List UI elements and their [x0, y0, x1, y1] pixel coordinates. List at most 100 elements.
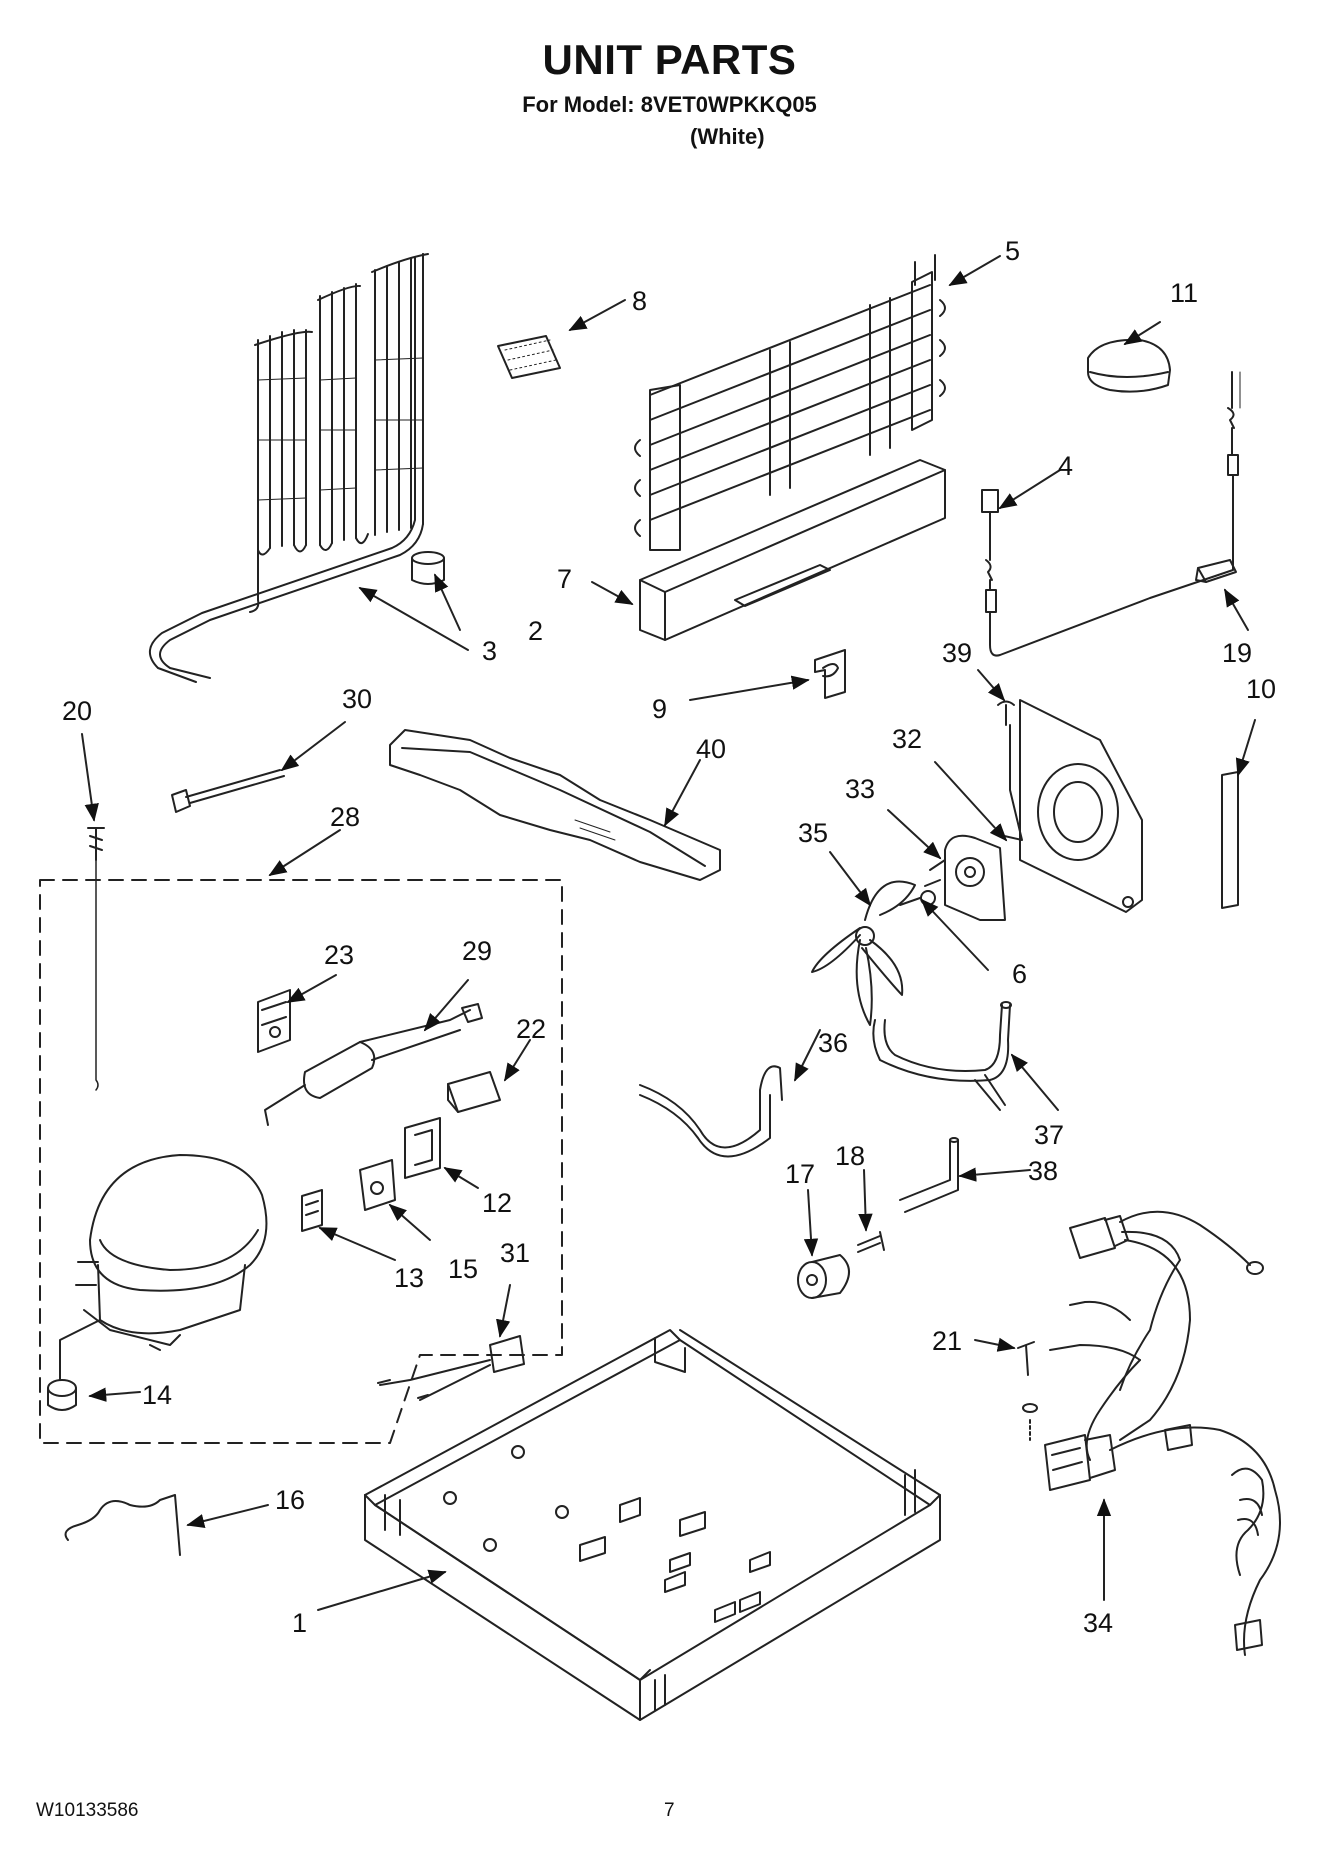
overload-15-part — [359, 1159, 396, 1211]
callout-37: 37 — [1034, 1120, 1064, 1150]
leader-4 — [998, 469, 1061, 509]
leader-31 — [496, 1284, 511, 1338]
callout-2: 2 — [528, 616, 543, 646]
callout-3: 3 — [482, 636, 497, 666]
leader-38 — [958, 1167, 1031, 1182]
leader-6 — [920, 898, 989, 971]
drain-tray-part — [639, 459, 946, 641]
callout-35: 35 — [798, 818, 828, 848]
callout-9: 9 — [652, 694, 667, 724]
defrost-heater-wire-part — [989, 371, 1241, 657]
leader-17 — [803, 1189, 819, 1257]
callout-7: 7 — [557, 564, 572, 594]
leader-22 — [504, 1039, 531, 1082]
leader-40 — [664, 759, 701, 827]
callout-8: 8 — [632, 286, 647, 316]
leader-20 — [81, 733, 99, 822]
leader-10 — [1235, 719, 1256, 777]
leader-35 — [829, 851, 872, 907]
callout-22: 22 — [516, 1014, 546, 1044]
bracket-part — [814, 649, 846, 699]
callout-40: 40 — [696, 734, 726, 764]
leader-16 — [186, 1504, 269, 1529]
relay-clip-part — [257, 989, 291, 1053]
callout-11: 11 — [1170, 278, 1198, 308]
start-device-part — [447, 1071, 501, 1113]
leader-15 — [388, 1203, 431, 1241]
leader-23 — [286, 974, 337, 1003]
callout-34: 34 — [1083, 1608, 1113, 1638]
screw-20-part — [87, 827, 105, 1091]
callout-29: 29 — [462, 936, 492, 966]
callout-10: 10 — [1246, 674, 1276, 704]
leader-7 — [591, 581, 634, 605]
callout-6: 6 — [1012, 959, 1027, 989]
callout-33: 33 — [845, 774, 875, 804]
callout-39: 39 — [942, 638, 972, 668]
drain-tube-36-part — [639, 1065, 783, 1158]
leveling-bolt-part — [857, 1231, 885, 1253]
callout-17: 17 — [785, 1159, 815, 1189]
callout-32: 32 — [892, 724, 922, 754]
callout-12: 12 — [482, 1188, 512, 1218]
callout-20: 20 — [62, 696, 92, 726]
leveling-foot-part — [797, 1254, 850, 1299]
callout-23: 23 — [324, 940, 354, 970]
leader-37 — [1010, 1053, 1059, 1111]
harness-connector-31-part — [377, 1335, 525, 1401]
heater-strip-part — [1221, 771, 1239, 909]
drain-pan-part — [389, 729, 721, 881]
leader-8 — [568, 299, 626, 331]
callout-36: 36 — [818, 1028, 848, 1058]
callout-30: 30 — [342, 684, 372, 714]
page-number: 7 — [664, 1800, 675, 1821]
leader-9 — [689, 675, 810, 701]
fan-blade-part — [811, 880, 916, 1026]
leader-3 — [358, 587, 469, 651]
leader-1 — [317, 1569, 447, 1611]
callout-1: 1 — [292, 1608, 307, 1638]
leader-2 — [434, 573, 461, 631]
wire-rod-part — [64, 1494, 181, 1556]
drain-hose-37-part — [872, 1001, 1012, 1111]
callout-13: 13 — [394, 1263, 424, 1293]
leader-18 — [858, 1169, 873, 1232]
compressor-kit-boundary — [39, 879, 563, 1444]
main-wire-harness-part — [1044, 1210, 1281, 1656]
model-color: (White) — [690, 124, 765, 149]
callout-31: 31 — [500, 1238, 530, 1268]
callout-38: 38 — [1028, 1156, 1058, 1186]
leader-36 — [794, 1029, 821, 1082]
cable-tie-part — [171, 769, 285, 813]
leader-30 — [280, 721, 346, 772]
model-number: For Model: 8VET0WPKKQ05 — [522, 92, 817, 117]
l-tube-38-part — [899, 1137, 959, 1213]
filter-pad-part — [497, 335, 561, 379]
leader-28 — [268, 829, 341, 876]
cover-cap-part — [1087, 338, 1171, 393]
callout-labels: 1 2 3 4 5 6 7 8 9 10 11 12 13 14 15 16 1… — [62, 236, 1276, 1638]
leader-29 — [423, 979, 469, 1032]
leader-14 — [88, 1387, 141, 1402]
callout-14: 14 — [142, 1380, 172, 1410]
fan-motor-part — [924, 834, 1006, 921]
leader-5 — [948, 255, 1001, 286]
callout-5: 5 — [1005, 236, 1020, 266]
condenser-coil-part — [149, 253, 429, 683]
evaporator-part — [634, 254, 946, 551]
relay-12-part — [404, 1117, 441, 1179]
leader-32 — [934, 761, 1008, 842]
leader-lines — [81, 255, 1256, 1611]
overload-part — [264, 1003, 483, 1126]
dryer-part — [411, 551, 445, 585]
compressor-part — [47, 1154, 268, 1411]
clip-part — [1195, 559, 1237, 583]
document-number: W10133586 — [36, 1800, 139, 1821]
leader-13 — [318, 1227, 396, 1261]
leader-12 — [443, 1167, 479, 1189]
callout-16: 16 — [275, 1485, 305, 1515]
callout-4: 4 — [1058, 451, 1073, 481]
leader-19 — [1224, 588, 1249, 631]
base-pan-part — [364, 1329, 941, 1721]
